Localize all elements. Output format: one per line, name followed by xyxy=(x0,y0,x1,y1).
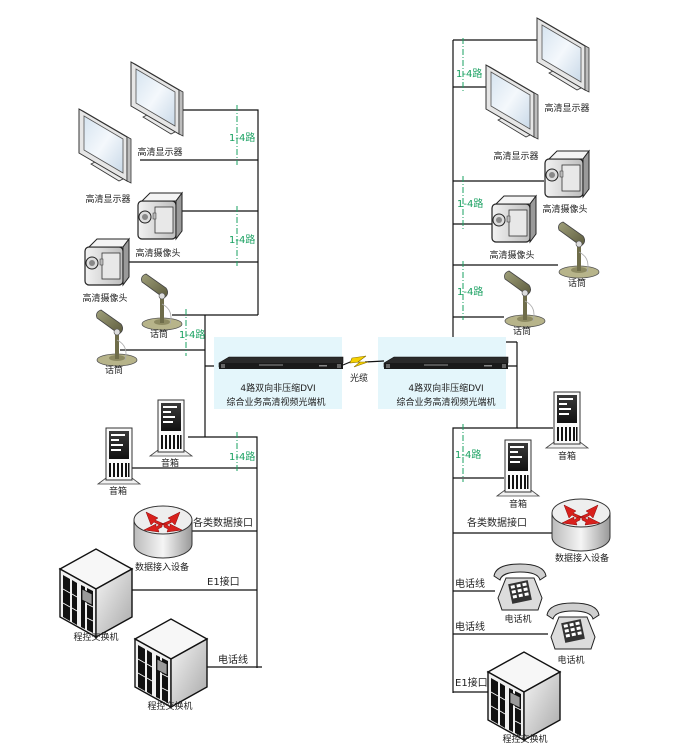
channel-markers xyxy=(185,38,464,482)
fiber-link xyxy=(342,355,385,368)
right-telephone-icon-2 xyxy=(546,602,600,650)
left-unit-line2: 综合业务高清视频光端机 xyxy=(226,396,325,408)
left-microphone-icon-1 xyxy=(141,273,183,331)
right-channel-label: 1-4路 xyxy=(455,448,481,461)
left-unit-line1: 4路双向非压缩DVI xyxy=(240,382,315,394)
right-channel-label: 1-4路 xyxy=(456,67,482,80)
left-microphone-icon-2 xyxy=(96,309,138,367)
left-device-label: 数据接入设备 xyxy=(135,561,189,573)
right-data-interface-label: 各类数据接口 xyxy=(467,516,527,529)
left-device-label: 程控交换机 xyxy=(73,631,118,643)
right-transceiver-rack-icon xyxy=(383,356,509,370)
right-transceiver-panel xyxy=(378,337,506,409)
right-device-label: 话筒 xyxy=(568,277,586,289)
right-pbx-icon xyxy=(487,651,561,741)
left-channel-label: 1-4路 xyxy=(229,233,255,246)
right-device-label: 电话机 xyxy=(504,613,531,625)
left-channel-label: 1-4路 xyxy=(229,131,255,144)
left-camcorder-icon-2 xyxy=(84,238,130,286)
right-camcorder-icon-1 xyxy=(544,150,590,198)
fiber-bolt-icon xyxy=(349,355,369,368)
right-device-label: 音箱 xyxy=(558,450,576,462)
right-monitor-icon-2 xyxy=(485,64,539,140)
left-pbx-icon-1 xyxy=(59,548,133,638)
right-microphone-icon-1 xyxy=(558,221,600,279)
fiber-label: 光缆 xyxy=(350,372,368,384)
right-e1-interface-label: E1接口 xyxy=(455,676,488,689)
right-device-label: 高清摄像头 xyxy=(542,203,587,215)
right-channel-label: 1-4路 xyxy=(457,285,483,298)
right-monitor-icon-1 xyxy=(536,17,590,93)
right-telephone-icon-1 xyxy=(493,563,547,611)
right-phone-line-label-1: 电话线 xyxy=(455,577,485,590)
left-e1-interface-label: E1接口 xyxy=(207,575,240,588)
left-channel-label: 1-4路 xyxy=(179,328,205,341)
left-monitor-icon-1 xyxy=(130,61,184,137)
left-pbx-icon-2 xyxy=(134,618,208,708)
left-device-label: 高清摄像头 xyxy=(82,292,127,304)
left-channel-label: 1-4路 xyxy=(229,450,255,463)
right-camcorder-icon-2 xyxy=(491,195,537,243)
right-device-label: 电话机 xyxy=(557,654,584,666)
right-speaker-icon-2 xyxy=(496,439,540,497)
left-data-interface-label: 各类数据接口 xyxy=(193,516,253,529)
left-device-label: 音箱 xyxy=(109,485,127,497)
right-channel-label: 1-4路 xyxy=(457,197,483,210)
left-device-label: 话筒 xyxy=(105,364,123,376)
left-transceiver-panel xyxy=(214,337,342,409)
left-router-icon xyxy=(133,505,193,559)
right-phone-line-label-2: 电话线 xyxy=(455,620,485,633)
left-device-label: 音箱 xyxy=(161,457,179,469)
left-device-label: 高清摄像头 xyxy=(135,247,180,259)
left-device-label: 高清显示器 xyxy=(137,146,182,158)
left-phone-line-label: 电话线 xyxy=(218,653,248,666)
left-transceiver-rack-icon xyxy=(218,356,344,370)
right-router-icon xyxy=(551,498,611,552)
right-device-label: 程控交换机 xyxy=(502,733,547,745)
right-device-label: 高清摄像头 xyxy=(489,249,534,261)
right-device-label: 高清显示器 xyxy=(544,102,589,114)
right-unit-line2: 综合业务高清视频光端机 xyxy=(396,396,495,408)
right-device-label: 音箱 xyxy=(509,498,527,510)
left-device-label: 高清显示器 xyxy=(85,193,130,205)
right-unit-line1: 4路双向非压缩DVI xyxy=(408,382,483,394)
right-speaker-icon-1 xyxy=(545,391,589,449)
left-camcorder-icon-1 xyxy=(137,192,183,240)
left-device-label: 程控交换机 xyxy=(147,700,192,712)
left-device-label: 话筒 xyxy=(150,328,168,340)
right-device-label: 数据接入设备 xyxy=(555,552,609,564)
right-device-label: 高清显示器 xyxy=(493,150,538,162)
left-speaker-icon-1 xyxy=(149,399,193,457)
right-device-label: 话筒 xyxy=(513,325,531,337)
left-speaker-icon-2 xyxy=(97,427,141,485)
right-microphone-icon-2 xyxy=(504,270,546,328)
left-monitor-icon-2 xyxy=(78,108,132,184)
